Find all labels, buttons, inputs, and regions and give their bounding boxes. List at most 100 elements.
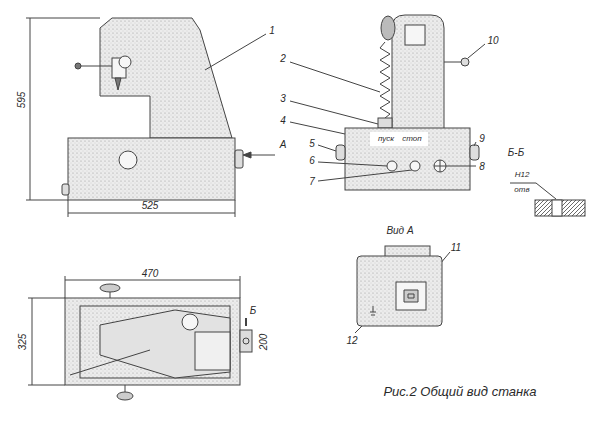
drawing-line bbox=[290, 101, 378, 124]
section-mark: Б bbox=[250, 305, 257, 316]
drawing-line bbox=[536, 183, 556, 199]
drawing-line bbox=[245, 318, 247, 326]
panel-text: стоп bbox=[402, 135, 421, 144]
callout-number: 12 bbox=[346, 335, 357, 346]
drawing-path bbox=[404, 290, 418, 302]
drawing-circle bbox=[119, 56, 131, 68]
drawing-line bbox=[510, 183, 536, 184]
drawing-rect bbox=[396, 282, 426, 310]
drawing-rect bbox=[552, 200, 562, 216]
drawing-line bbox=[205, 34, 266, 70]
drawing-ellipse bbox=[381, 16, 395, 40]
dimension: 525 bbox=[142, 200, 159, 211]
drawing-rect bbox=[62, 184, 69, 195]
drawing-circle bbox=[243, 338, 249, 344]
drawing-circle bbox=[387, 161, 397, 171]
drawing-line bbox=[28, 298, 65, 299]
drawing-ellipse bbox=[100, 284, 120, 292]
drawing-rect bbox=[240, 330, 252, 352]
drawing-line bbox=[26, 18, 100, 19]
dimension: 200 bbox=[258, 334, 269, 351]
drawing-rect bbox=[336, 145, 345, 160]
callout-number: 1 bbox=[269, 25, 275, 36]
drawing-rect bbox=[195, 332, 230, 370]
drawing-line bbox=[446, 166, 476, 167]
drawing-line bbox=[30, 18, 31, 200]
dimension: 470 bbox=[142, 268, 159, 279]
section-b-b bbox=[510, 183, 585, 216]
panel-text: пуск bbox=[378, 135, 394, 144]
callout-number: 7 bbox=[309, 176, 315, 187]
callout-number: 2 bbox=[280, 53, 286, 64]
drawing-line bbox=[80, 66, 112, 67]
callout-number: 5 bbox=[309, 138, 315, 149]
plan-view bbox=[28, 276, 252, 400]
drawing-line bbox=[318, 145, 336, 151]
dimension: 595 bbox=[16, 92, 27, 109]
drawing-line bbox=[468, 44, 485, 58]
drawing-rect bbox=[68, 138, 235, 200]
drawing-rect bbox=[535, 200, 585, 216]
drawing-line bbox=[373, 306, 374, 312]
drawing-line bbox=[290, 62, 380, 92]
drawing-line bbox=[28, 385, 65, 386]
drawing-rect bbox=[80, 306, 230, 378]
drawing-rect bbox=[378, 118, 392, 128]
drawing-line bbox=[26, 200, 68, 201]
drawing-line bbox=[290, 122, 345, 134]
drawing-rect bbox=[345, 128, 470, 190]
view-arrow-letter: А bbox=[280, 139, 287, 150]
callout-number: 6 bbox=[309, 155, 315, 166]
note-text: Н12 bbox=[515, 171, 530, 180]
drawing-line bbox=[68, 200, 69, 217]
drawing-line bbox=[235, 200, 236, 217]
drawing-path bbox=[243, 152, 251, 158]
drawing-polygon bbox=[100, 310, 230, 378]
drawing-rect bbox=[470, 145, 479, 160]
callout-number: 8 bbox=[479, 161, 485, 172]
side-view bbox=[336, 15, 479, 190]
drawing-polygon bbox=[100, 18, 232, 138]
drawing-line bbox=[318, 170, 412, 181]
drawing-ellipse bbox=[117, 392, 133, 400]
drawing-rect bbox=[357, 256, 442, 326]
drawing-line bbox=[371, 315, 375, 316]
drawing-path bbox=[392, 15, 444, 128]
drawing-rect bbox=[405, 25, 425, 45]
view-a bbox=[357, 246, 442, 326]
front-view bbox=[26, 18, 275, 217]
callout-leaders bbox=[205, 34, 485, 333]
drawing-rect bbox=[65, 298, 240, 385]
drawing-rect bbox=[370, 132, 428, 146]
drawing-line bbox=[444, 62, 461, 63]
drawing-line bbox=[70, 350, 150, 375]
dimension: 325 bbox=[17, 334, 28, 351]
drawing-polyline bbox=[380, 42, 390, 118]
drawing-circle bbox=[119, 151, 137, 169]
drawing-line bbox=[125, 385, 126, 392]
drawing-line bbox=[440, 160, 441, 172]
section-title: Б-Б bbox=[508, 147, 524, 158]
drawing-line bbox=[32, 298, 33, 385]
note-text: отв bbox=[514, 186, 529, 195]
drawing-line bbox=[68, 213, 235, 214]
drawing-line bbox=[65, 280, 240, 281]
drawing-circle bbox=[461, 58, 469, 66]
drawing-circle bbox=[75, 63, 81, 69]
callout-number: 11 bbox=[451, 242, 461, 253]
drawing-circle bbox=[434, 160, 446, 172]
drawing-line bbox=[65, 276, 66, 298]
figure-caption: Рис.2 Общий вид станка bbox=[383, 385, 536, 399]
callout-number: 3 bbox=[280, 93, 286, 104]
callout-number: 4 bbox=[280, 115, 286, 126]
drawing-rect bbox=[235, 150, 243, 168]
callout-number: 10 bbox=[487, 35, 498, 46]
drawing-path bbox=[115, 78, 121, 90]
drawing-line bbox=[318, 162, 387, 166]
callout-number: 9 bbox=[479, 133, 485, 144]
drawing-line bbox=[240, 276, 241, 298]
drawing-circle bbox=[182, 314, 198, 330]
view-title: Вид А bbox=[386, 225, 413, 236]
